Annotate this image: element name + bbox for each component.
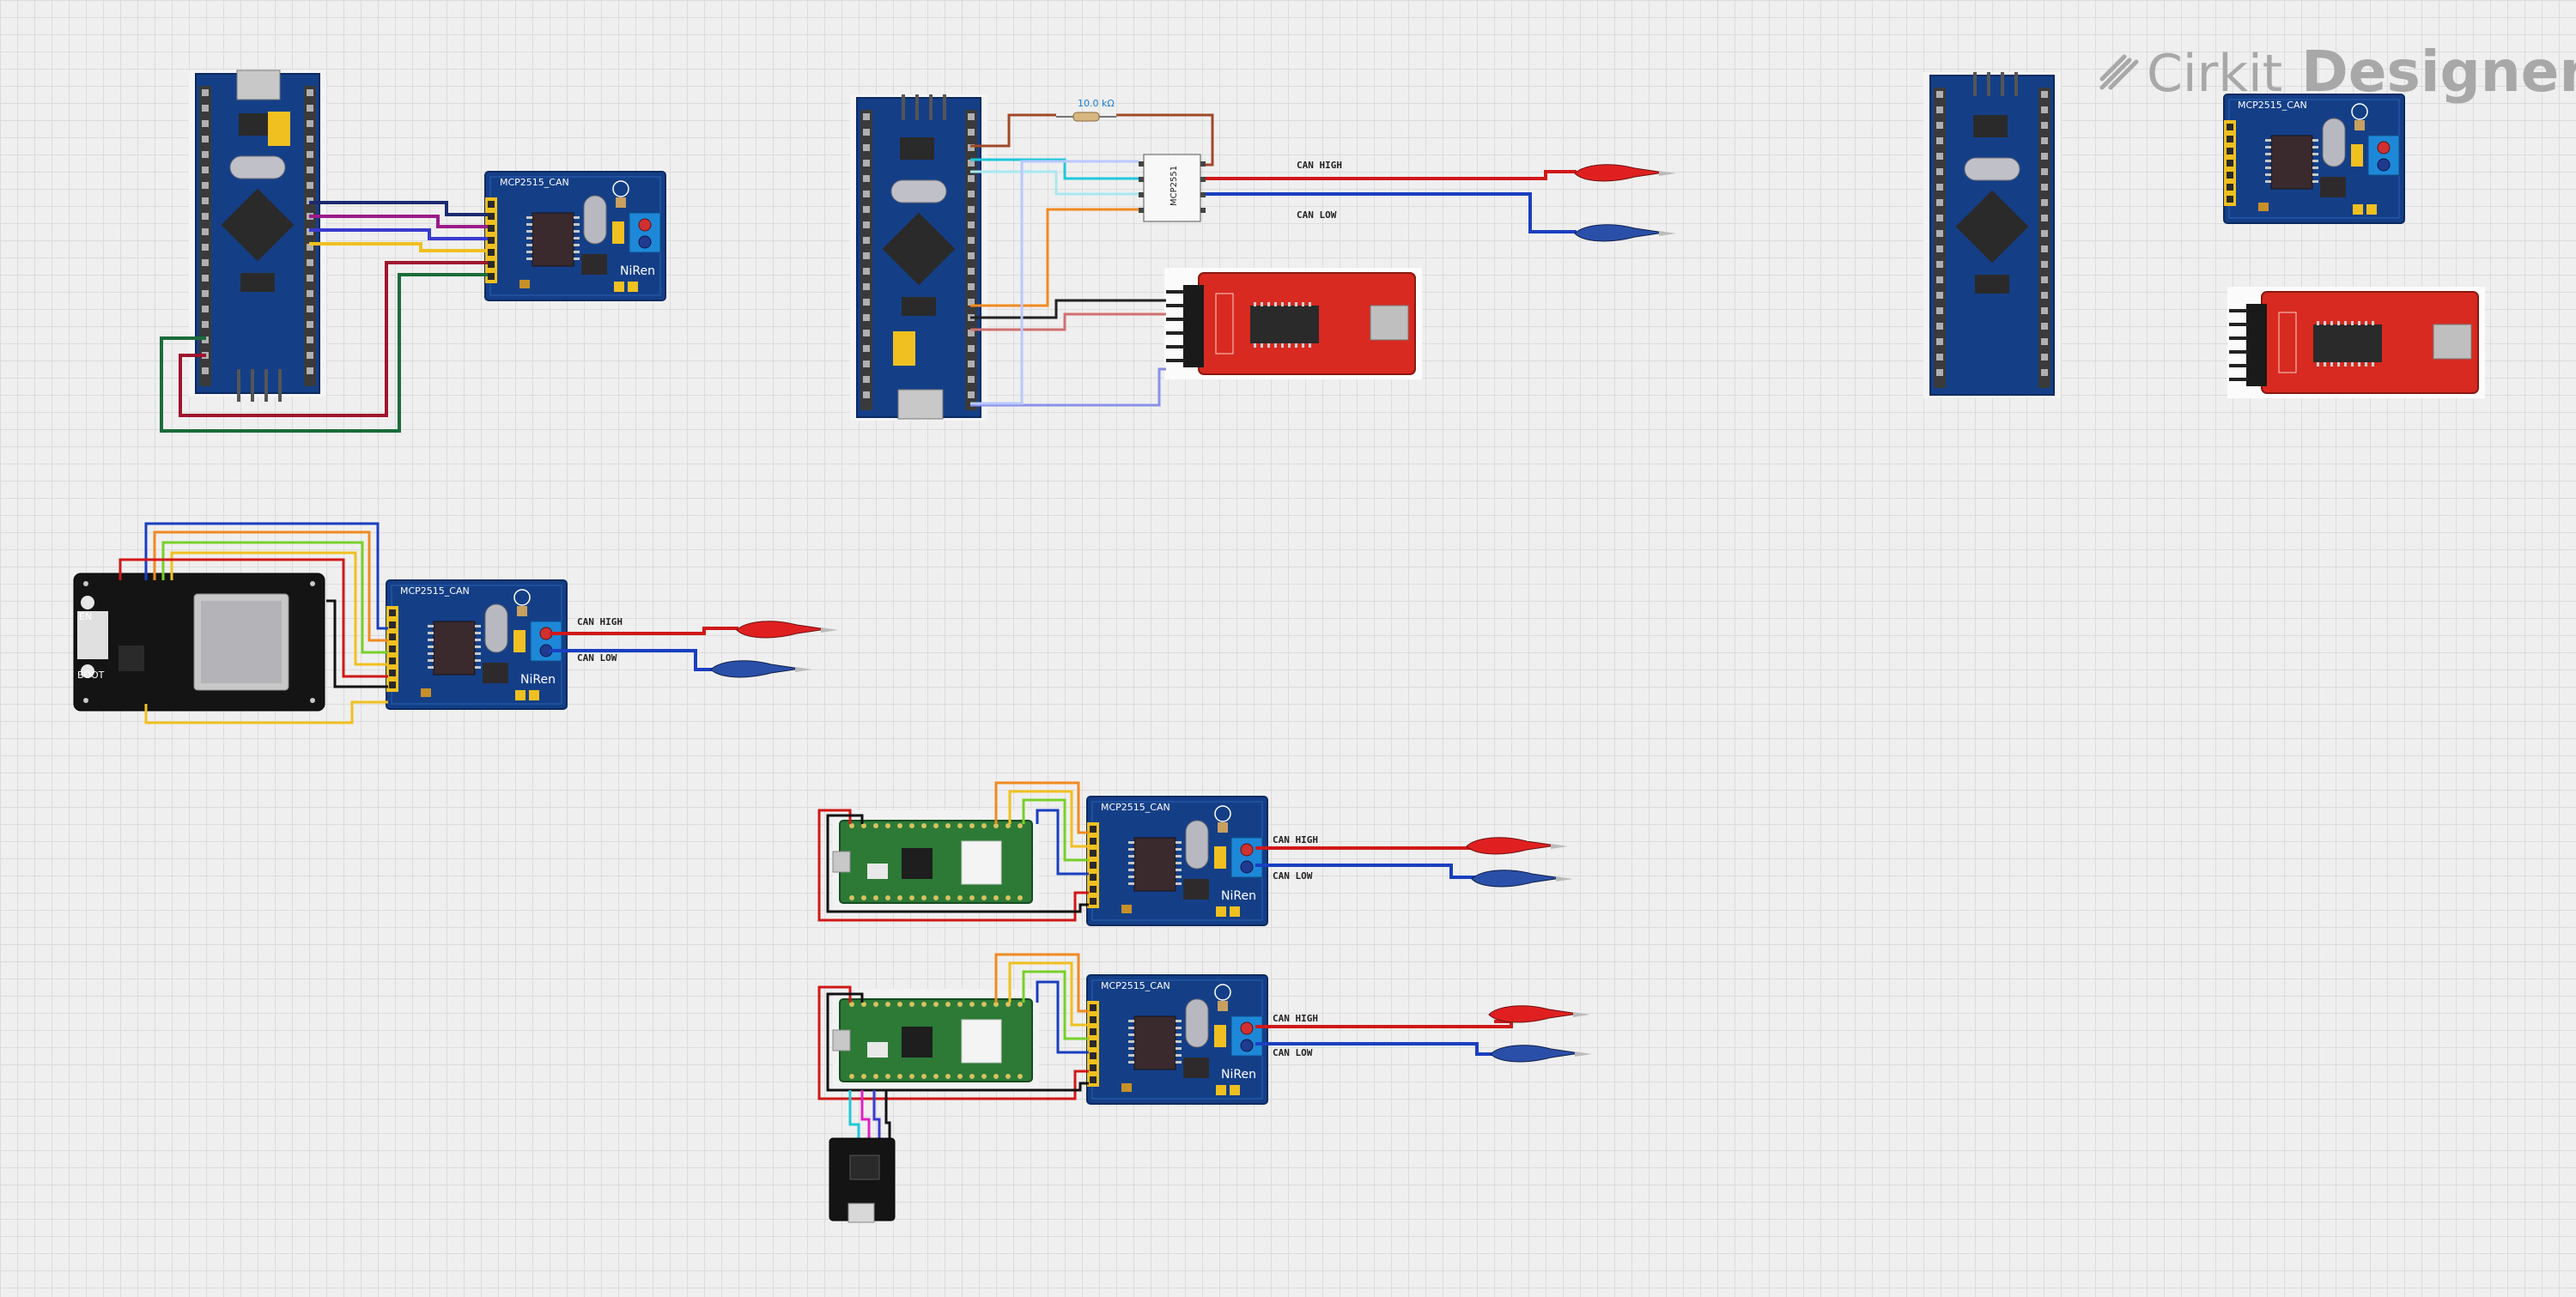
- stm32-bluepill-board-2[interactable]: [849, 94, 988, 421]
- can-low-clip-5[interactable]: [1471, 870, 1574, 888]
- mcp2515-can-module-5[interactable]: [1086, 796, 1268, 926]
- resistor[interactable]: [1056, 112, 1116, 122]
- wire-can-low-5[interactable]: [1255, 864, 1477, 879]
- cirkit-logo-icon: [2099, 54, 2139, 90]
- can-low-label-6: CAN LOW: [1273, 1047, 1313, 1058]
- mcp-title: MCP2515_CAN: [500, 177, 569, 188]
- wires-circuit-1[interactable]: [160, 201, 488, 433]
- wire-can-low-6[interactable]: [1255, 1042, 1492, 1056]
- can-low-clip-2[interactable]: [1574, 224, 1677, 242]
- mcp-niren-5: NiRen: [1221, 889, 1256, 903]
- raspberry-pi-pico-board[interactable]: [832, 809, 1040, 914]
- debug-probe-board[interactable]: [829, 1137, 896, 1223]
- can-low-label-5: CAN LOW: [1273, 870, 1313, 882]
- mcp2515-can-module-3[interactable]: [2223, 94, 2405, 224]
- esp32-devkit-board[interactable]: [73, 573, 325, 712]
- can-high-label-6: CAN HIGH: [1273, 1013, 1318, 1024]
- can-high-label-5: CAN HIGH: [1273, 834, 1318, 845]
- mcp2515-can-module-6[interactable]: [1086, 974, 1268, 1105]
- swd-header-2: [902, 94, 946, 120]
- mcp2551-transceiver[interactable]: [1139, 154, 1206, 222]
- wires-circuit-5[interactable]: [817, 781, 1089, 922]
- can-low-clip-4[interactable]: [710, 660, 813, 678]
- stm32-bluepill-board[interactable]: [188, 70, 327, 397]
- can-high-label-4: CAN HIGH: [577, 616, 623, 627]
- circuit-5: MCP2515_CAN NiRen CAN HIGH CAN LOW: [817, 781, 1574, 926]
- resistor-value: 10.0 kΩ: [1078, 98, 1115, 109]
- swd-header-3: [1973, 72, 2018, 96]
- circuit-2: 10.0 kΩ MCP2551 CAN HIGH: [849, 94, 1677, 421]
- mcp-title-3: MCP2515_CAN: [2238, 100, 2307, 111]
- boot-jumper-2: [893, 331, 915, 366]
- mcp-title-6: MCP2515_CAN: [1101, 980, 1170, 991]
- circuit-1: MCP2515_CAN NiRen: [160, 70, 666, 433]
- transceiver-part: MCP2551: [1170, 166, 1179, 206]
- ftdi-usb-serial-board-3[interactable]: [2226, 285, 2487, 400]
- circuit-6: MCP2515_CAN NiRen CAN HIGH CAN LOW: [817, 953, 1593, 1223]
- can-low-label-2: CAN LOW: [1297, 209, 1337, 221]
- circuit-4: EN BOOT MCP2515_CAN NiRen CAN HIGH CAN L…: [73, 522, 839, 724]
- can-high-clip-4[interactable]: [736, 621, 839, 639]
- mcp-niren: NiRen: [620, 264, 655, 278]
- mcp-niren-4: NiRen: [520, 673, 556, 687]
- wire-can-high-4[interactable]: [550, 627, 738, 635]
- stm32-bluepill-board-3[interactable]: [1923, 71, 2062, 399]
- can-high-label-2: CAN HIGH: [1297, 160, 1342, 171]
- esp32-en-label: EN: [79, 611, 92, 622]
- wire-can-low-2[interactable]: [1206, 192, 1577, 233]
- wires-circuit-2[interactable]: [970, 113, 1214, 407]
- raspberry-pi-pico-board-6[interactable]: [832, 988, 1040, 1093]
- wire-can-low-4[interactable]: [550, 649, 713, 671]
- mcp2515-can-module-4[interactable]: [386, 579, 568, 710]
- mcp-title-4: MCP2515_CAN: [400, 585, 470, 597]
- wire-can-high-6[interactable]: [1255, 1020, 1513, 1028]
- mcp-title-5: MCP2515_CAN: [1101, 802, 1170, 813]
- can-high-clip-6[interactable]: [1488, 1005, 1591, 1023]
- usb-port: [236, 70, 281, 100]
- usb-port-2: [897, 389, 944, 420]
- can-low-label-4: CAN LOW: [577, 652, 617, 664]
- wires-circuit-6[interactable]: [817, 953, 1089, 1142]
- mcp-niren-6: NiRen: [1221, 1068, 1256, 1082]
- ftdi-usb-serial-board[interactable]: [1163, 266, 1424, 381]
- can-high-clip-5[interactable]: [1466, 837, 1569, 855]
- can-low-clip-6[interactable]: [1490, 1045, 1593, 1063]
- wire-can-high-2[interactable]: [1206, 170, 1577, 180]
- wires-circuit-4[interactable]: [118, 522, 388, 724]
- esp32-boot-label: BOOT: [77, 670, 105, 681]
- boot-jumper: [268, 112, 290, 146]
- can-high-clip-2[interactable]: [1574, 164, 1677, 182]
- circuit-3: MCP2515_CAN: [1923, 71, 2487, 400]
- swd-header: [237, 369, 282, 402]
- mcp2515-can-module[interactable]: [484, 171, 666, 301]
